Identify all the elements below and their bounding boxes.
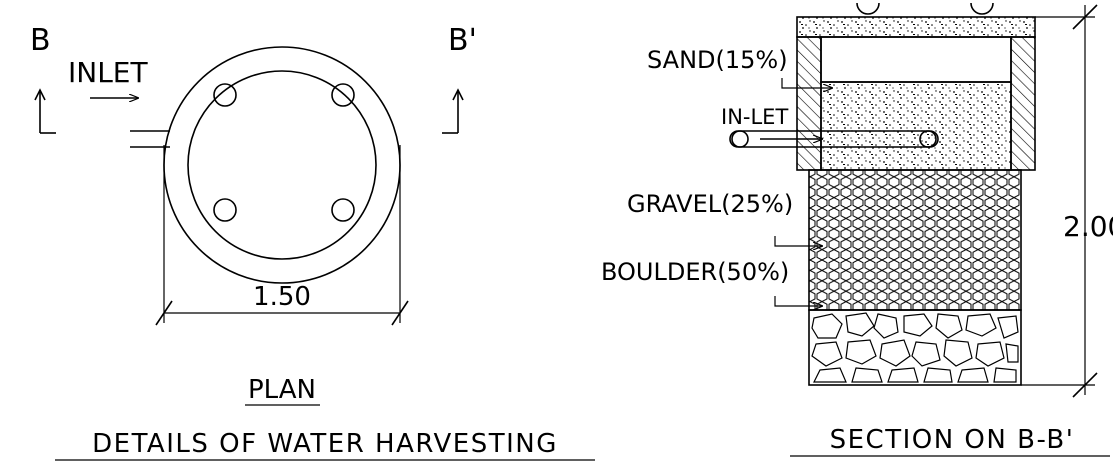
drawing-subtitle: DETAILS OF WATER HARVESTING xyxy=(92,429,558,459)
inner-ring xyxy=(187,70,377,260)
gravel-layer-label: GRAVEL(25%) xyxy=(627,190,793,218)
section-marker-right: B' xyxy=(448,23,477,58)
cover-opening-left xyxy=(856,2,880,15)
plan-dimension-line xyxy=(155,145,409,326)
section-title: SECTION ON B-B' xyxy=(830,425,1075,455)
plan-dimension-value: 1.50 xyxy=(253,282,311,312)
section-arrow-right xyxy=(442,88,464,134)
gravel-layer xyxy=(808,169,1022,311)
section-height-dimension xyxy=(1021,4,1098,398)
inlet-pipe xyxy=(130,130,170,148)
outer-ring xyxy=(163,46,401,284)
opening-top-right xyxy=(331,83,355,107)
cover-slab xyxy=(796,16,1036,38)
section-arrow-left xyxy=(34,88,56,134)
boulder-layer-label: BOULDER(50%) xyxy=(601,258,789,286)
right-wall xyxy=(1010,36,1036,171)
opening-bottom-left xyxy=(213,198,237,222)
section-inlet-pipe xyxy=(729,130,939,148)
section-inlet-label: IN-LET xyxy=(721,105,788,129)
empty-chamber xyxy=(820,36,1012,83)
inlet-label: INLET xyxy=(68,56,148,89)
cover-opening-right xyxy=(970,2,994,15)
sand-layer xyxy=(820,81,1012,171)
plan-view: B B' INLET xyxy=(30,23,595,461)
left-wall xyxy=(796,36,822,171)
opening-top-left xyxy=(213,83,237,107)
section-view: SAND(15%) IN-LET GRAVEL(25%) BOULDER(50%… xyxy=(601,2,1113,457)
opening-bottom-right xyxy=(331,198,355,222)
section-height-value: 2.00 xyxy=(1063,210,1113,243)
plan-title: PLAN xyxy=(248,375,316,405)
boulder-layer xyxy=(808,309,1022,386)
boulder-stones xyxy=(811,312,1019,383)
section-marker-left: B xyxy=(30,23,51,58)
sand-layer-label: SAND(15%) xyxy=(647,46,788,74)
